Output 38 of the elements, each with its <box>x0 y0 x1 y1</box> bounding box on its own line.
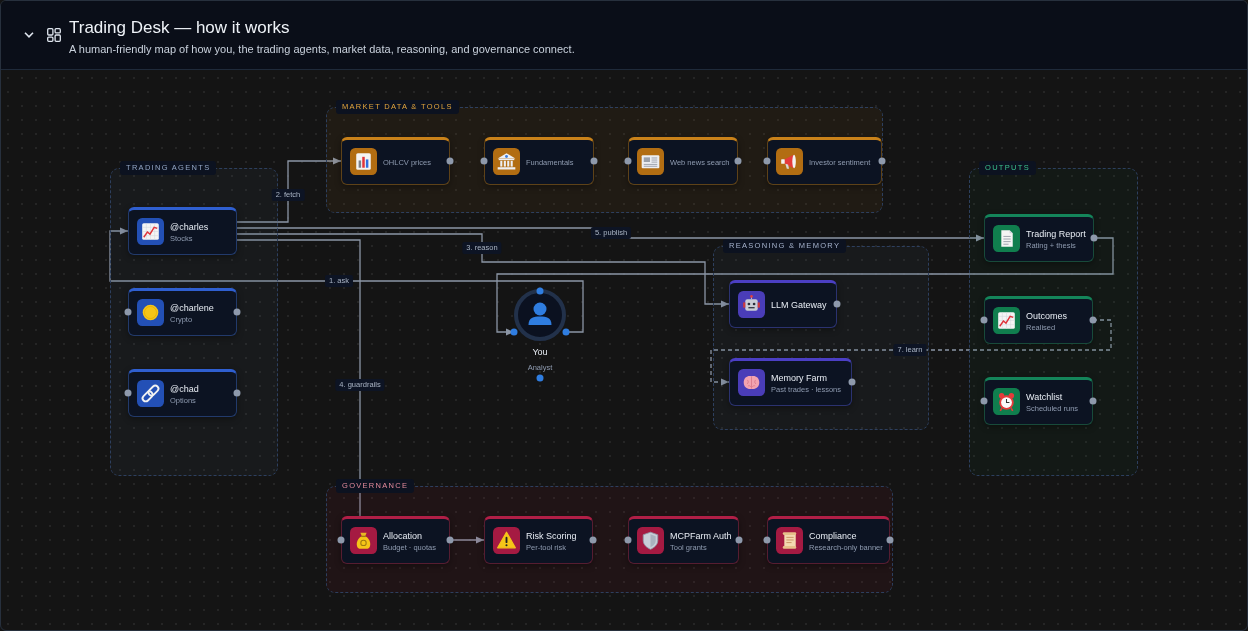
node-title: @charlene <box>170 301 214 314</box>
governance-card <box>484 516 593 564</box>
agent-card <box>128 288 237 336</box>
output-card <box>984 214 1094 262</box>
reasoning-card <box>729 280 837 328</box>
node-title: Risk Scoring <box>526 529 577 542</box>
connector-arrow <box>236 233 730 308</box>
output-card <box>984 296 1093 344</box>
node-title: MCPFarm Auth <box>670 529 732 542</box>
data-source-card <box>341 137 450 185</box>
node-title: LLM Gateway <box>771 299 827 311</box>
data-source-card <box>767 137 882 185</box>
connector-arrow <box>496 237 1114 336</box>
connector-arrow <box>710 319 1112 386</box>
page-title: Trading Desk — how it works <box>69 17 290 38</box>
page-subtitle: A human-friendly map of how you, the trading agents, market data, reasoning, and governance connect. <box>69 42 575 56</box>
connector-arrow <box>109 227 584 333</box>
node-title: Watchlist <box>1026 390 1063 403</box>
agent-card <box>128 207 237 255</box>
node-title: Outcomes <box>1026 309 1067 322</box>
governance-card <box>341 516 450 564</box>
node-title: Trading Report <box>1026 227 1086 240</box>
governance-card <box>767 516 890 564</box>
data-source-card <box>628 137 738 185</box>
connector-arrow <box>236 157 342 223</box>
data-source-card <box>484 137 594 185</box>
reasoning-card <box>729 358 852 406</box>
node-title: You <box>532 346 548 358</box>
node-title: Compliance <box>809 529 857 542</box>
governance-card <box>628 516 739 564</box>
node-title: @charles <box>170 220 209 233</box>
node-title: Memory Farm <box>771 371 827 384</box>
output-card <box>984 377 1093 425</box>
node-title: Allocation <box>383 529 423 542</box>
agent-card <box>128 369 237 417</box>
node-title: @chad <box>170 382 199 395</box>
connector-line <box>236 239 361 517</box>
connector-arrow <box>236 227 985 242</box>
